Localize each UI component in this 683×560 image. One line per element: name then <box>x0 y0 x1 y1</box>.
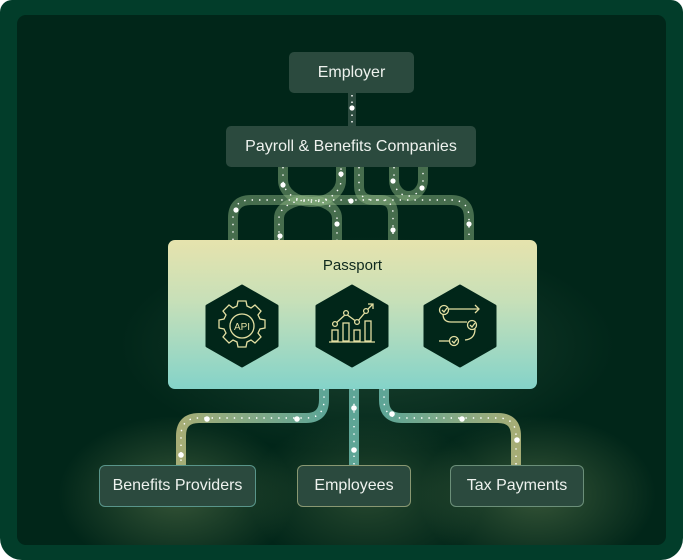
node-employees-label: Employees <box>314 477 394 494</box>
payroll-passport-dots <box>232 167 470 240</box>
passport-outputs <box>176 389 521 465</box>
node-benefits-providers[interactable]: Benefits Providers <box>99 465 256 507</box>
node-tax-payments-label: Tax Payments <box>466 477 568 494</box>
payroll-passport-nodes <box>233 171 472 239</box>
node-payroll-benefits-companies[interactable]: Payroll & Benefits Companies <box>226 126 476 167</box>
passport-title: Passport <box>322 257 383 274</box>
node-employees[interactable]: Employees <box>297 465 411 507</box>
node-tax-payments[interactable]: Tax Payments <box>450 465 584 507</box>
node-employer[interactable]: Employer <box>289 52 414 93</box>
svg-text:API: API <box>234 322 250 333</box>
node-employer-label: Employer <box>317 63 386 81</box>
passport-output-dots <box>180 389 517 465</box>
employer-payroll-connector <box>348 93 356 126</box>
node-payroll-label: Payroll & Benefits Companies <box>245 137 457 155</box>
node-benefits-providers-label: Benefits Providers <box>112 477 243 494</box>
analytics-chart-icon <box>315 284 389 368</box>
api-gear-icon: API <box>205 284 279 368</box>
node-passport[interactable]: Passport API <box>168 240 537 389</box>
workflow-steps-icon <box>423 284 497 368</box>
passport-output-nodes <box>178 405 520 458</box>
